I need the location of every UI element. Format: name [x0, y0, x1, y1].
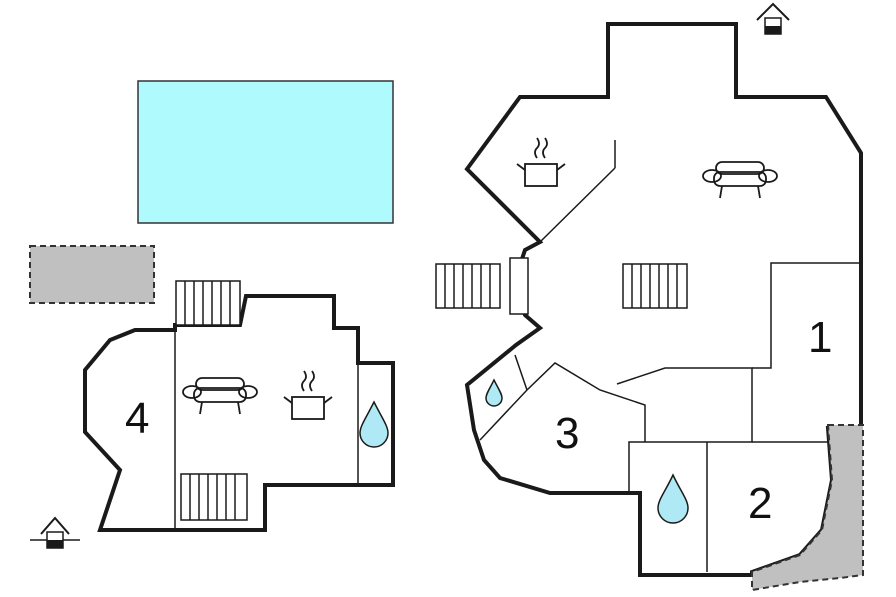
- water-drop-icon: [657, 473, 689, 524]
- sofa-icon: [702, 161, 778, 199]
- swimming-pool: [137, 80, 394, 224]
- stairs-right-exterior-icon: [435, 263, 501, 309]
- sofa-icon: [182, 377, 258, 415]
- stairs-right-interior-icon: [622, 263, 688, 309]
- terrace-area: [29, 245, 155, 304]
- water-drop-icon: [359, 400, 389, 448]
- kitchen-icon: [283, 370, 333, 420]
- room-2-label: 2: [748, 479, 772, 528]
- room-4-label: 4: [125, 394, 149, 443]
- entrance-icon: [756, 2, 790, 35]
- door-frame: [509, 257, 529, 315]
- hall-walls: [616, 367, 753, 493]
- room-3-label: 3: [555, 409, 579, 458]
- room-1-label: 1: [808, 313, 832, 362]
- water-drop-small-icon: [485, 378, 503, 407]
- stairs-left-top-icon: [175, 280, 241, 326]
- room-1-walls: [752, 262, 861, 369]
- terrace-wedge: [751, 424, 864, 592]
- right-building-outline: [464, 22, 863, 577]
- room-3-walls: [479, 354, 646, 442]
- kitchen-partition: [539, 167, 616, 243]
- kitchen-icon: [516, 137, 566, 187]
- entrance-icon: [30, 516, 80, 549]
- stairs-left-bottom-icon: [180, 473, 248, 521]
